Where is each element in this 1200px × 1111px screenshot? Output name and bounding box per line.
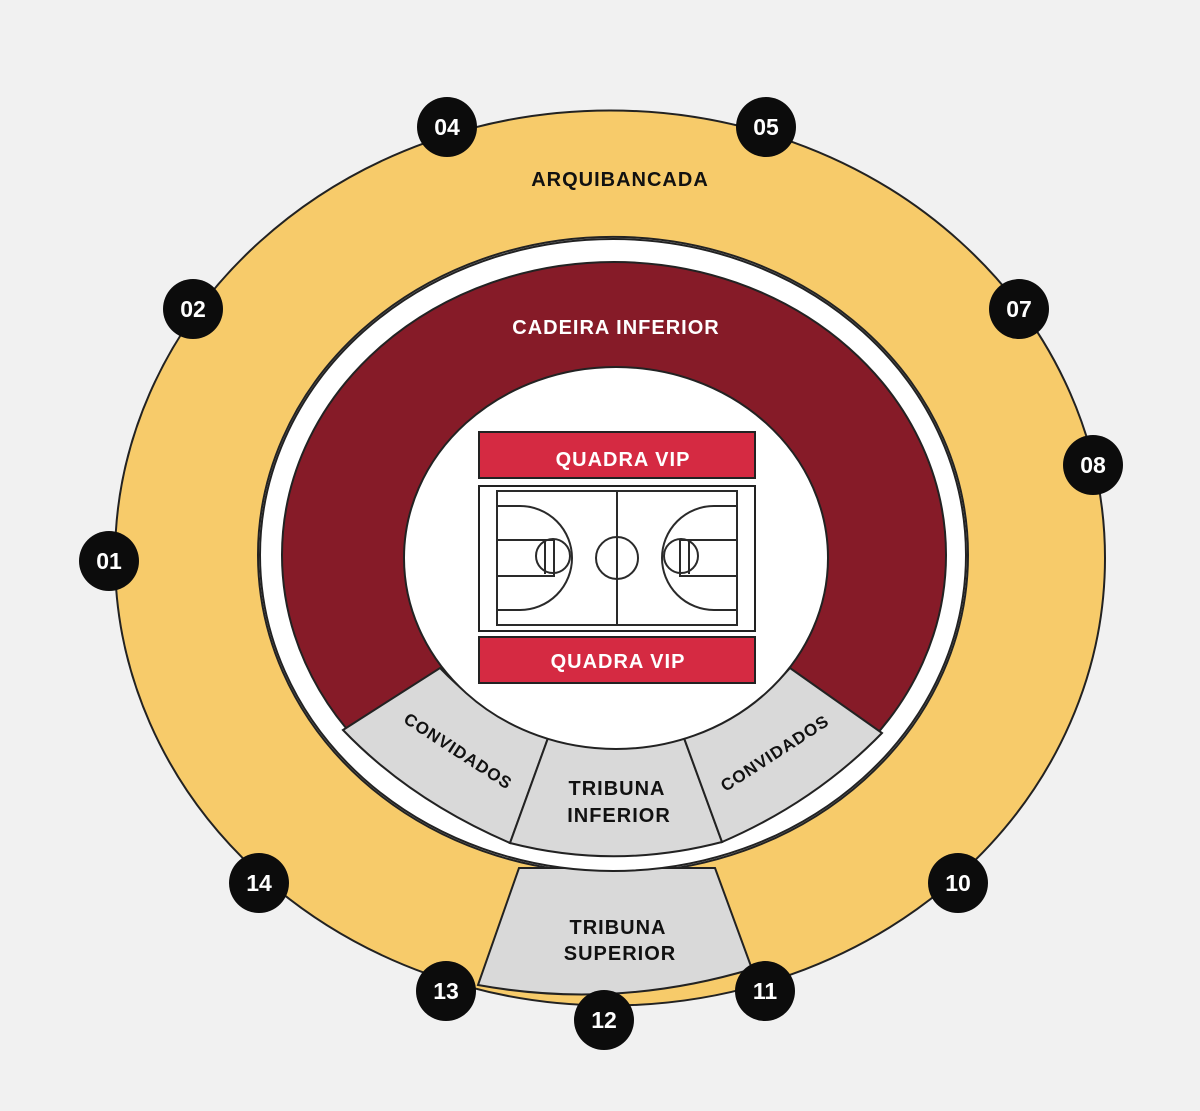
gate-10[interactable]: 10: [928, 853, 988, 913]
gate-01-label: 01: [96, 548, 122, 574]
label-tribuna-superior-line2: SUPERIOR: [564, 943, 676, 965]
gate-07-label: 07: [1006, 296, 1032, 322]
sector-quadra-vip-top[interactable]: [478, 431, 756, 479]
gate-13-label: 13: [433, 978, 459, 1004]
label-tribuna-inferior-line2: INFERIOR: [567, 805, 671, 827]
gate-13[interactable]: 13: [416, 961, 476, 1021]
gate-07[interactable]: 07: [989, 279, 1049, 339]
label-cadeira-inferior: CADEIRA INFERIOR: [512, 317, 719, 339]
gate-14[interactable]: 14: [229, 853, 289, 913]
gate-02-label: 02: [180, 296, 206, 322]
basketball-court: [478, 485, 756, 632]
label-quadra-vip-top: QUADRA VIP: [556, 449, 691, 471]
gate-10-label: 10: [945, 870, 971, 896]
gate-04[interactable]: 04: [417, 97, 477, 157]
sector-tribuna-superior[interactable]: [476, 867, 754, 996]
gate-08[interactable]: 08: [1063, 435, 1123, 495]
label-quadra-vip-bottom: QUADRA VIP: [551, 651, 686, 673]
label-tribuna-inferior-line1: TRIBUNA: [569, 778, 666, 800]
gate-01[interactable]: 01: [79, 531, 139, 591]
gate-14-label: 14: [246, 870, 272, 896]
gate-11-label: 11: [753, 978, 778, 1004]
gate-11[interactable]: 11: [735, 961, 795, 1021]
label-arquibancada: ARQUIBANCADA: [531, 169, 709, 191]
label-tribuna-superior-line1: TRIBUNA: [570, 917, 667, 939]
gate-05[interactable]: 05: [736, 97, 796, 157]
gate-02[interactable]: 02: [163, 279, 223, 339]
gate-04-label: 04: [434, 114, 460, 140]
gate-05-label: 05: [753, 114, 779, 140]
gate-12-label: 12: [591, 1007, 617, 1033]
gate-12[interactable]: 12: [574, 990, 634, 1050]
sector-quadra-vip-bottom[interactable]: [478, 636, 756, 684]
gate-08-label: 08: [1080, 452, 1106, 478]
